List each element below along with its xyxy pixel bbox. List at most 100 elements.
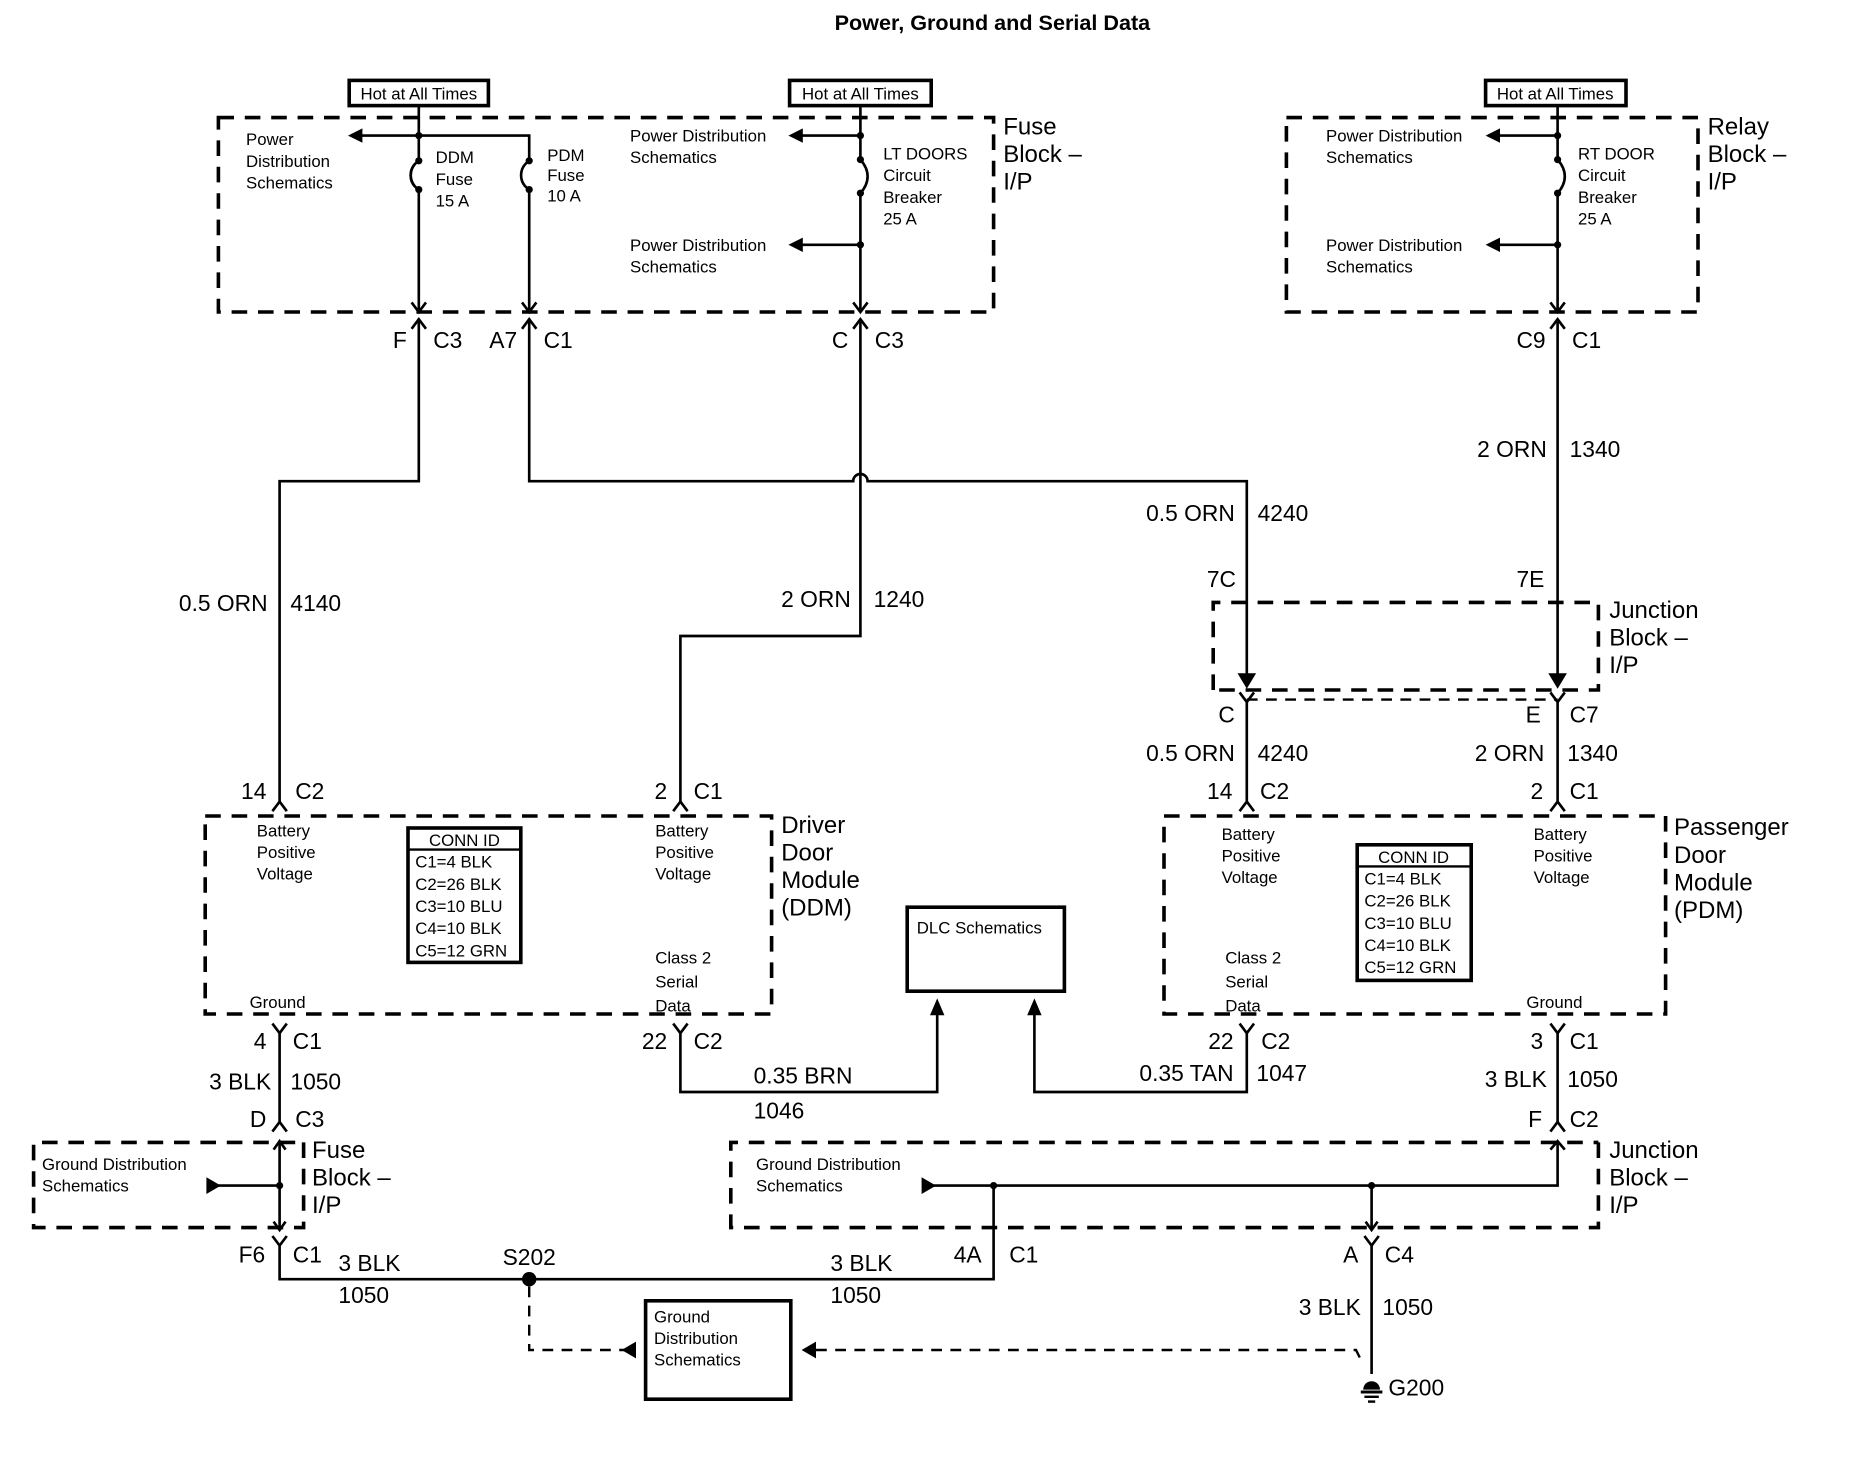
svg-text:DLC Schematics: DLC Schematics [917,919,1042,938]
arrow-right-icon [206,1177,221,1194]
wire-gauge: 0.5 ORN [179,590,268,616]
arrow-left-icon [1485,237,1500,253]
connector-pin: 2 [655,778,668,804]
connector-pin: C9 [1516,327,1545,353]
connector-id: C2 [1260,778,1289,804]
connector-pin: 22 [642,1028,667,1054]
connector-pin: A [1343,1241,1359,1267]
arrow-left-icon [621,1341,636,1359]
wire-circuit: 1050 [1567,1066,1618,1092]
splice-label: S202 [503,1244,556,1270]
connector-pin: F [393,327,407,353]
dlc-schematics-ref[interactable]: DLC Schematics [905,905,1067,994]
connector-pin: D [250,1106,266,1132]
diagram-title: Power, Ground and Serial Data [835,10,1152,35]
connector-pin: A7 [489,327,517,353]
svg-text:CONN ID: CONN ID [429,831,500,850]
wire-circuit: 1047 [1256,1060,1307,1086]
svg-text:Hot at All Times: Hot at All Times [1497,85,1614,104]
wire-circuit: 1340 [1570,436,1621,462]
wire-circuit: 1050 [290,1069,341,1095]
connector-pin: 3 [1531,1028,1544,1054]
connector-id: C7 [1570,701,1599,727]
splice-s202 [522,1272,537,1287]
connector-id: C4 [1385,1241,1414,1267]
wire-circuit: 1240 [874,586,925,612]
wire-gauge: 3 BLK [1299,1294,1361,1320]
arrow-left-icon [348,128,363,143]
connector-id: C1 [694,778,723,804]
pin-label: 7E [1517,566,1545,592]
wire-gauge: 3 BLK [209,1069,271,1095]
arrow-left-icon [788,128,803,143]
arrow-left-icon [1485,128,1500,143]
wire-circuit: 1050 [338,1282,389,1308]
svg-text:Hot at All Times: Hot at All Times [360,85,477,104]
wire-gauge: 2 ORN [1475,740,1545,766]
wire-gauge: 3 BLK [338,1250,400,1276]
connector-id: C1 [1570,1028,1599,1054]
connector-id: C3 [295,1106,324,1132]
wire-circuit: 4240 [1258,500,1309,526]
connector-id: C2 [1570,1106,1599,1132]
wire-circuit: 1050 [1382,1294,1433,1320]
connector-id: C2 [694,1028,723,1054]
connector-pin: C [832,327,848,353]
connector-id: C1 [293,1241,322,1267]
connector-pin: 4A [954,1241,983,1267]
wire-circuit: 1046 [754,1097,805,1123]
connector-id: C2 [1261,1028,1290,1054]
ground-symbol-icon [1360,1381,1383,1403]
connector-id: C1 [293,1028,322,1054]
connector-id: C1 [544,327,573,353]
wire-gauge: 0.35 TAN [1139,1060,1233,1086]
hot-at-all-times-label [1483,78,1628,108]
arrow-left-icon [788,237,803,253]
svg-text:CONN ID: CONN ID [1378,848,1449,867]
arrow-up-icon [1027,998,1042,1016]
arrow-left-icon [801,1341,817,1359]
connector-pin: 2 [1531,778,1544,804]
wire-gauge: 0.5 ORN [1146,740,1235,766]
connector-id: C2 [295,778,324,804]
connector-pin: C [1218,701,1234,727]
arrow-right-icon [921,1177,937,1194]
ground-label: Ground [1526,993,1582,1012]
connector-id: C3 [875,327,904,353]
connector-pin: 14 [1207,778,1233,804]
connector-pin: F [1528,1106,1542,1132]
svg-text:Hot at All Times: Hot at All Times [802,85,919,104]
